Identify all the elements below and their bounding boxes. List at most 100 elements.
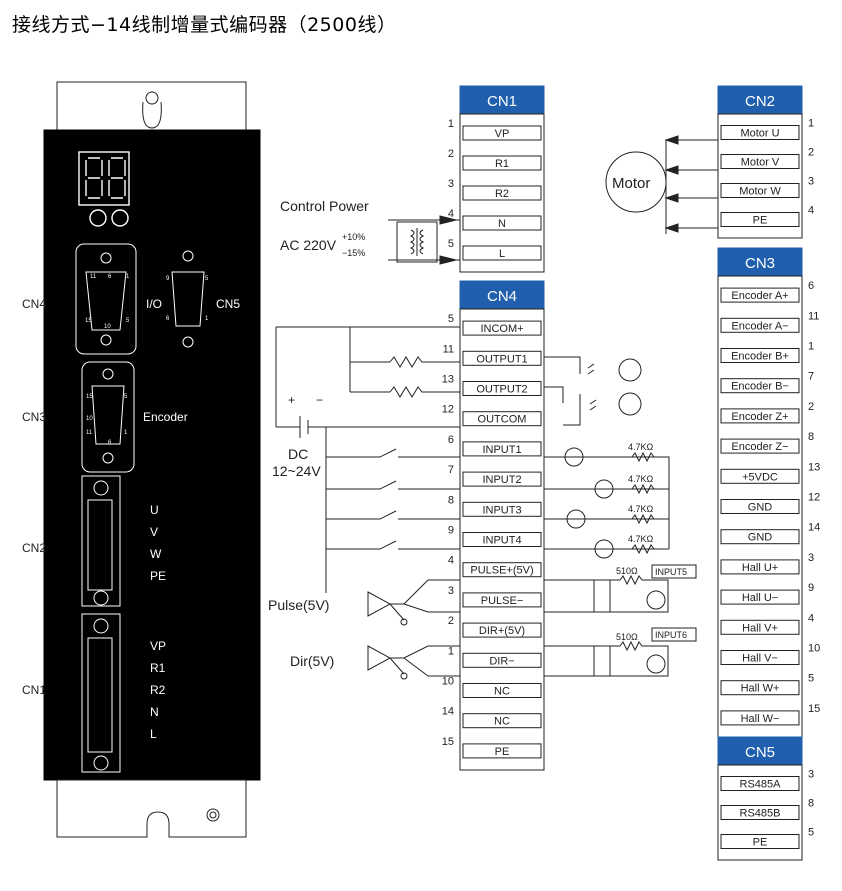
cn3-pin-11: 11	[86, 430, 93, 436]
cn4-pin-number: 1	[448, 645, 454, 657]
cn1-pin-label: VP	[495, 128, 510, 140]
cn4-pin-number: 5	[448, 313, 454, 325]
cn4-pin-label: INPUT3	[482, 504, 521, 516]
cn3-pin-label: Encoder A−	[731, 320, 788, 332]
cn4-pin-number: 4	[448, 555, 454, 567]
cn3-pin-10: 10	[86, 416, 93, 422]
cn1-terminal-n: N	[150, 705, 159, 719]
cn5-pin-number: 5	[808, 827, 814, 839]
cn1-pin-label: N	[498, 218, 506, 230]
cn2-header-text: CN2	[745, 93, 775, 110]
cn5-pin-label: PE	[753, 837, 768, 849]
ac-voltage-label: AC 220V	[280, 237, 337, 253]
cn3-pin-label: Hall W−	[741, 713, 780, 725]
cn4-pin-label: INCOM+	[480, 323, 523, 335]
cn2-terminal-v: V	[150, 525, 158, 539]
cn3-pin-label: +5VDC	[742, 471, 778, 483]
cn3-row: Encoder Z−8	[720, 431, 814, 454]
cn1-pin-label: R2	[495, 188, 509, 200]
control-power-wiring	[388, 215, 460, 265]
encoder-label: Encoder	[143, 410, 188, 424]
cn3-row: Hall W+5	[720, 673, 814, 696]
cn1-pin-number: 2	[448, 148, 454, 160]
cn2-terminal-w: W	[150, 547, 162, 561]
cn4-row: INCOM+ 5	[448, 313, 542, 336]
cn4-pin-5: 5	[126, 318, 130, 324]
port-label-cn1: CN1	[22, 683, 46, 697]
cn1-terminal-l: L	[150, 727, 157, 741]
cn3-pin-number: 2	[808, 401, 814, 413]
cn2-pin-number: 1	[808, 118, 814, 130]
cn3-pin-number: 9	[808, 582, 814, 594]
cn4-pin-11: 11	[90, 274, 97, 280]
cn2-pin-label: PE	[753, 215, 768, 227]
cn1-row: VP1	[448, 118, 542, 141]
cn4-pin-6: 6	[108, 274, 112, 280]
cn2-row: Motor V 2	[720, 147, 814, 169]
cn4-pin-label: INPUT4	[482, 535, 521, 547]
cn4-row: DIR− 1	[448, 645, 542, 668]
port-label-cn4: CN4	[22, 297, 46, 311]
cn1-terminal-vp: VP	[150, 639, 166, 653]
cn3-pin-label: Encoder B+	[731, 351, 789, 363]
cn4-pin-label: DIR−	[489, 655, 514, 667]
cn3-pin-label: Hall V+	[742, 622, 778, 634]
cn3-row: Hall U−9	[720, 582, 814, 605]
cn1-header: CN1	[459, 85, 545, 273]
cn2-pin-number: 3	[808, 176, 814, 188]
cn4-pin-label: OUTPUT2	[476, 384, 527, 396]
cn3-row: Encoder B−7	[720, 371, 814, 394]
cn3-pin-label: GND	[748, 532, 773, 544]
cn4-pin-number: 6	[448, 434, 454, 446]
cn3-row: Encoder A+6	[720, 280, 814, 303]
input5-label: INPUT5	[655, 567, 687, 577]
cn1-terminal-block	[81, 613, 121, 773]
cn5-pin-5: 5	[205, 276, 209, 282]
cn1-pin-label: L	[499, 248, 505, 260]
cn4-row: PULSE+(5V) 4	[448, 555, 542, 578]
cn1-terminal-r1: R1	[150, 661, 166, 675]
cn5-header-text: CN5	[745, 744, 775, 761]
cn1-row: R12	[448, 148, 542, 171]
cn4-pin-15: 15	[85, 318, 92, 324]
cn3-row: Hall V+4	[720, 612, 814, 635]
ac-tolerance-plus: +10%	[342, 232, 365, 242]
cn3-pin-number: 15	[808, 703, 820, 715]
cn4-row: PULSE−3	[448, 585, 542, 608]
cn3-header: CN3	[717, 247, 803, 738]
ac-tolerance-minus: −15%	[342, 248, 365, 258]
dc-label: DC	[288, 446, 308, 462]
servo-drive	[43, 81, 261, 838]
cn1-pin-number: 4	[448, 208, 454, 220]
cn5-pin-label: RS485B	[740, 808, 781, 820]
cn4-pin-number: 3	[448, 585, 454, 597]
cn3-pin-number: 10	[808, 643, 820, 655]
input3-resistor-label: 4.7KΩ	[628, 504, 654, 514]
input2-resistor-label: 4.7KΩ	[628, 474, 654, 484]
cn2-pin-number: 2	[808, 147, 814, 159]
cn3-pin-15: 15	[86, 394, 93, 400]
cn3-pin-number: 13	[808, 461, 820, 473]
cn3-pin-number: 1	[808, 341, 814, 353]
cn3-pin-number: 5	[808, 673, 814, 685]
input4-resistor-label: 4.7KΩ	[628, 534, 654, 544]
cn2-terminal-pe: PE	[150, 569, 166, 583]
cn2-pin-label: Motor V	[741, 157, 780, 169]
cn2-pin-label: Motor W	[739, 186, 781, 198]
dc-minus-label: −	[316, 393, 323, 407]
cn4-pin-label: PULSE+(5V)	[470, 565, 533, 577]
cn4-pin-10: 10	[104, 324, 111, 330]
cn2-header: CN2	[717, 85, 803, 239]
cn4-header: CN4	[459, 280, 545, 771]
cn4-row: DIR+(5V)2	[448, 615, 542, 638]
cn3-row: Encoder Z+2	[720, 401, 814, 424]
cn5-dsub-connector	[171, 250, 205, 348]
